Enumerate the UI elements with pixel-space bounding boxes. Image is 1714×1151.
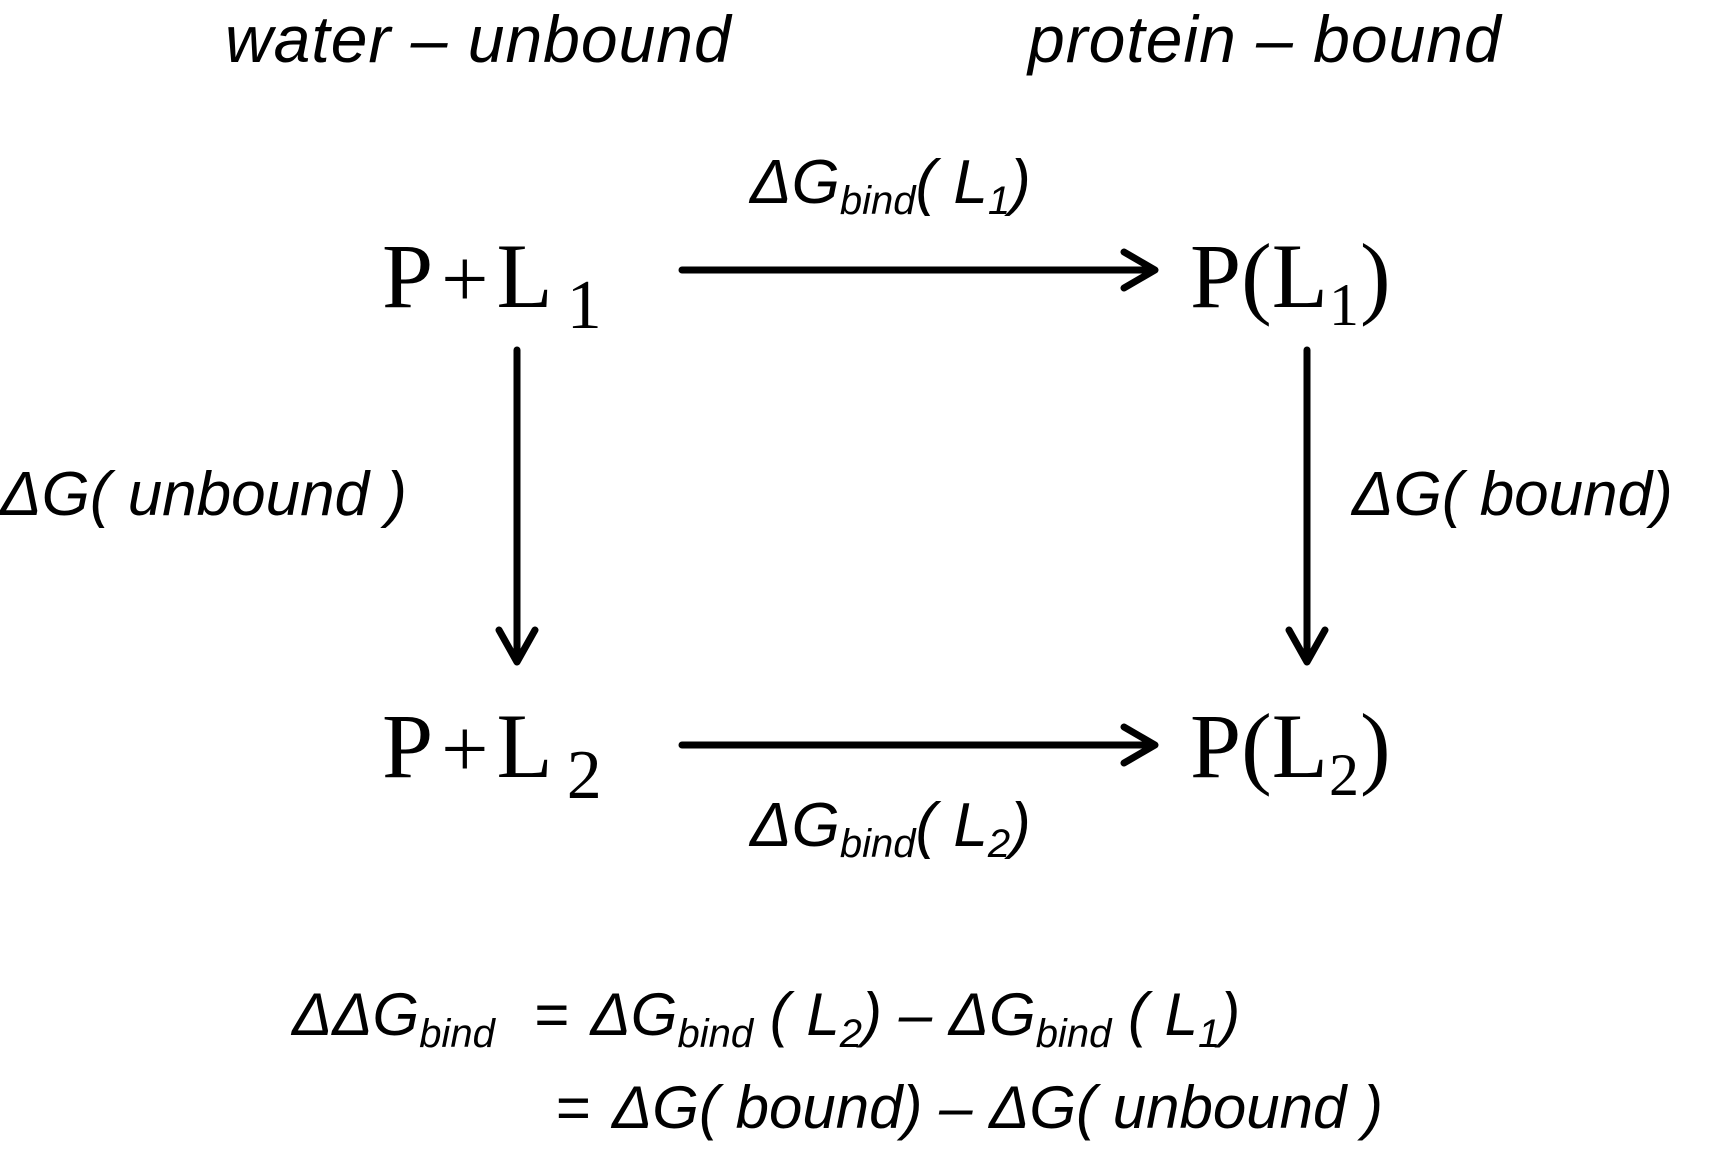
header-protein-bound: protein – bound (1028, 2, 1502, 76)
header-water-unbound: water – unbound (225, 2, 732, 76)
label-dg-bound: ΔG( bound) (1352, 460, 1673, 529)
state-p-l1-complex: P(L1) (1190, 225, 1391, 338)
label-dg-unbound: ΔG( unbound ) (0, 460, 407, 529)
arrow-top-horizontal (678, 248, 1159, 292)
equation-line-1: ΔΔGbind =ΔGbind ( L2) – ΔGbind ( L1) (292, 981, 1241, 1056)
label-dg-bind-l2: ΔGbind( L2) (750, 791, 1031, 867)
state-p-l2-complex: P(L2) (1190, 695, 1391, 808)
arrow-left-vertical (495, 346, 539, 666)
equation-line-2: =ΔG( bound) – ΔG( unbound ) (555, 1074, 1383, 1141)
arrow-right-vertical (1285, 346, 1329, 666)
label-dg-bind-l1: ΔGbind( L1) (750, 148, 1031, 224)
arrow-bottom-horizontal (678, 723, 1159, 767)
